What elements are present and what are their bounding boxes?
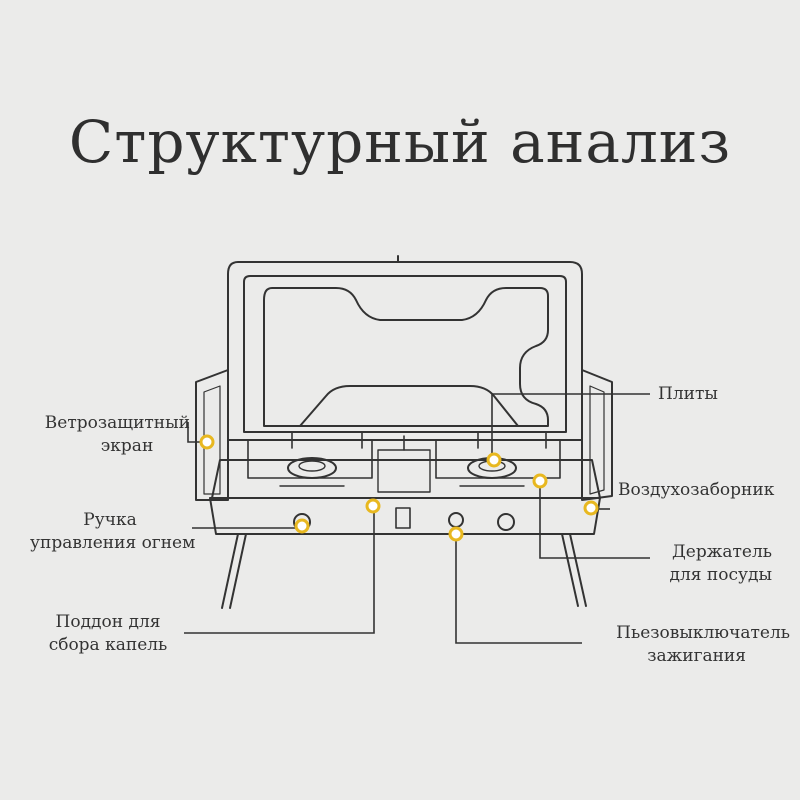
- leader-pot-holder: [539, 486, 650, 559]
- right-knob: [497, 513, 515, 531]
- marker-pot-holder: [532, 473, 548, 489]
- right-leg: [561, 533, 587, 607]
- label-air-intake: Воздухозаборник: [618, 480, 775, 500]
- left-leg: [221, 533, 247, 609]
- label-igniter: Пьезовыключатель зажигания: [616, 623, 790, 666]
- page-title: Структурный анализ: [68, 108, 732, 176]
- label-plates: Плиты: [658, 384, 718, 404]
- igniter-button: [448, 512, 464, 528]
- right-grate: [435, 439, 561, 479]
- lid-emboss: [263, 287, 549, 427]
- left-burner: [287, 457, 337, 479]
- leader-plates: [491, 393, 650, 456]
- left-windscreen: [195, 369, 229, 501]
- leader-windscreen: [187, 422, 200, 443]
- marker-flame-control: [294, 518, 310, 534]
- front-panel: [209, 497, 601, 535]
- lid-inner-frame: [243, 275, 567, 433]
- label-pot-holder: Держатель для посуды: [669, 542, 772, 585]
- right-windscreen: [581, 369, 613, 501]
- marker-plates: [486, 452, 502, 468]
- marker-windscreen: [199, 434, 215, 450]
- leader-igniter: [455, 538, 582, 644]
- leader-drip-tray: [184, 508, 375, 634]
- lid-emboss-cut: [299, 385, 519, 427]
- label-drip-tray: Поддон для сбора капель: [48, 612, 168, 655]
- leader-lines: [184, 393, 650, 644]
- marker-drip-tray: [365, 498, 381, 514]
- label-flame-control: Ручка управления огнем: [30, 510, 196, 553]
- camping-stove-drawing: [195, 255, 613, 609]
- marker-air-intake: [583, 500, 599, 516]
- markers: [199, 434, 599, 542]
- marker-igniter: [448, 526, 464, 542]
- label-windscreen: Ветрозащитный экран: [44, 413, 190, 456]
- left-grate: [247, 439, 373, 479]
